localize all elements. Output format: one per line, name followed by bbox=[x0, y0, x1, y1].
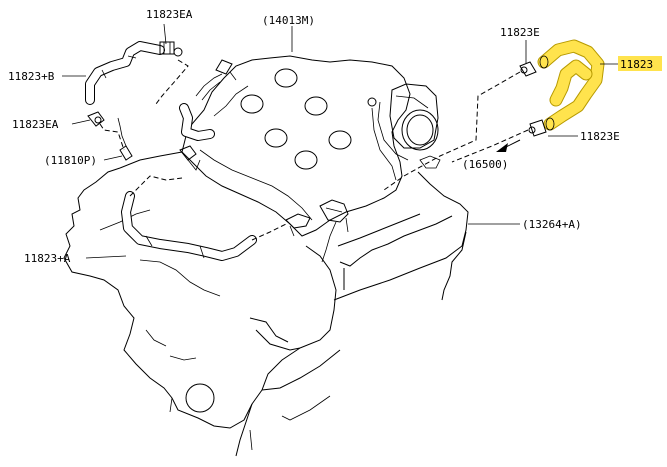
label-pcv-valve: (11810P) bbox=[44, 154, 97, 167]
clamp-e-right bbox=[528, 119, 547, 137]
label-hose-main-highlight bbox=[618, 56, 662, 71]
callout-labels: 11823EA (14013M) 11823E 11823 11823+B 11… bbox=[8, 8, 662, 265]
label-cover: (14013M) bbox=[262, 14, 315, 27]
block-fitting bbox=[285, 213, 311, 237]
hose-main-highlighted bbox=[537, 39, 605, 131]
throttle-body bbox=[367, 83, 441, 181]
hose-a bbox=[121, 191, 257, 261]
leader-lines bbox=[62, 23, 620, 259]
clamp-ea-top bbox=[159, 41, 183, 57]
pcv-valve bbox=[117, 117, 133, 161]
label-intake: (16500) bbox=[462, 158, 508, 171]
cover-hoses bbox=[179, 73, 223, 171]
label-clamp-e-right: 11823E bbox=[580, 130, 620, 143]
dashed-connections bbox=[99, 59, 529, 241]
label-hose-a: 11823+A bbox=[24, 252, 71, 265]
clamp-e-top bbox=[519, 61, 537, 77]
label-clamp-ea-left: 11823EA bbox=[12, 118, 59, 131]
label-clamp-e-top: 11823E bbox=[500, 26, 540, 39]
intake-cover bbox=[181, 55, 411, 237]
label-hose-main: 11823 bbox=[620, 58, 653, 71]
hose-b bbox=[85, 41, 165, 105]
clamp-ea-left bbox=[87, 111, 105, 127]
intake-arrow bbox=[496, 139, 521, 152]
oil-filler bbox=[319, 199, 349, 263]
label-clamp-ea-top: 11823EA bbox=[146, 8, 193, 21]
label-block: (13264+A) bbox=[522, 218, 582, 231]
label-hose-b: 11823+B bbox=[8, 70, 55, 83]
